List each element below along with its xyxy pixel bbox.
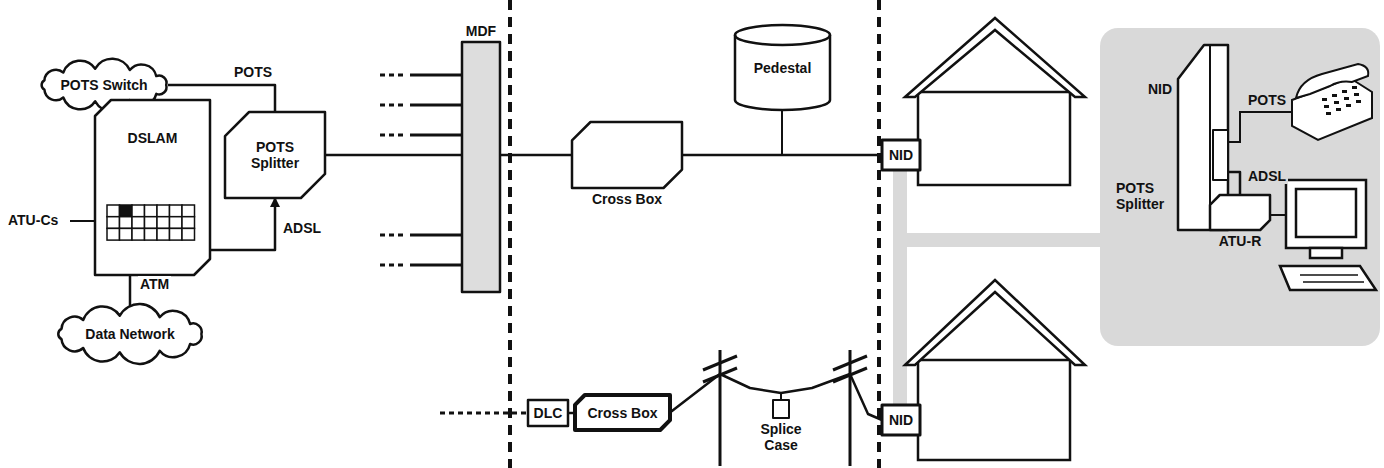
house (905, 280, 1085, 460)
cross-box: Cross Box (575, 395, 670, 430)
dlc-box: DLC (528, 400, 568, 426)
node-label: MDF (466, 23, 496, 39)
nid-box: NID (882, 405, 920, 435)
boundary-line (877, 0, 881, 468)
node-label: NID (889, 147, 913, 163)
node-label: NID (1148, 81, 1172, 97)
splitter-box-outline (1213, 130, 1228, 180)
utility-pole (703, 350, 867, 466)
annotation-label: POTS (1246, 92, 1288, 108)
node-label: Cross Box (592, 191, 662, 207)
splice-case: Splice Case (773, 400, 789, 418)
inset-panel (1100, 28, 1380, 346)
dslam-box-outline (95, 100, 210, 275)
node-label: DLC (534, 405, 563, 421)
connector (682, 154, 882, 157)
dslam-box: DSLAM (95, 100, 210, 275)
edge-label: ADSL (281, 220, 323, 236)
cross-box: Cross Box (572, 122, 682, 188)
usb-cable (1270, 214, 1286, 216)
splitter-box: POTS Splitter (225, 112, 325, 198)
link-bar (893, 233, 1101, 247)
connector (500, 154, 572, 157)
computer (1280, 180, 1376, 290)
connector (1228, 172, 1240, 195)
pedestal: Pedestal (735, 25, 830, 110)
node-label: POTS Splitter (1116, 180, 1172, 212)
cross-box-outline (572, 122, 682, 188)
modem-box-outline (1210, 195, 1270, 230)
edge-label: ATM (138, 276, 171, 292)
nid-box: NID (882, 140, 920, 170)
connector (670, 374, 882, 420)
node-label: Data Network (85, 326, 174, 342)
node-label: ATU-R (1219, 233, 1262, 249)
connector (210, 198, 275, 250)
boundary-line (508, 0, 512, 468)
node-label: POTS Splitter (235, 139, 315, 171)
node-label: POTS Switch (60, 77, 147, 93)
connector (325, 154, 462, 157)
house (905, 18, 1085, 185)
node-label: Pedestal (754, 59, 812, 75)
mdf-frame-outline (462, 42, 500, 292)
node-label: NID (889, 412, 913, 428)
modem-box: ATU-R (1210, 195, 1270, 230)
mdf-frame: MDF (462, 42, 500, 292)
link-bar (893, 170, 907, 406)
node-label: Splice Case (756, 421, 806, 453)
splitter-box: POTS Splitter (1213, 130, 1228, 180)
edge-label: POTS (232, 64, 274, 80)
other-pairs (380, 75, 528, 413)
cloud: Data Network (45, 306, 215, 362)
node-label: Cross Box (587, 404, 657, 420)
node-label: DSLAM (128, 130, 178, 146)
splice-case-outline (773, 400, 789, 418)
edge-label: ADSL (1246, 168, 1288, 184)
phone-wire (1228, 112, 1292, 142)
annotation-label: ATU-Cs (6, 212, 60, 228)
drop-wire (781, 110, 783, 155)
telephone (1292, 64, 1372, 140)
